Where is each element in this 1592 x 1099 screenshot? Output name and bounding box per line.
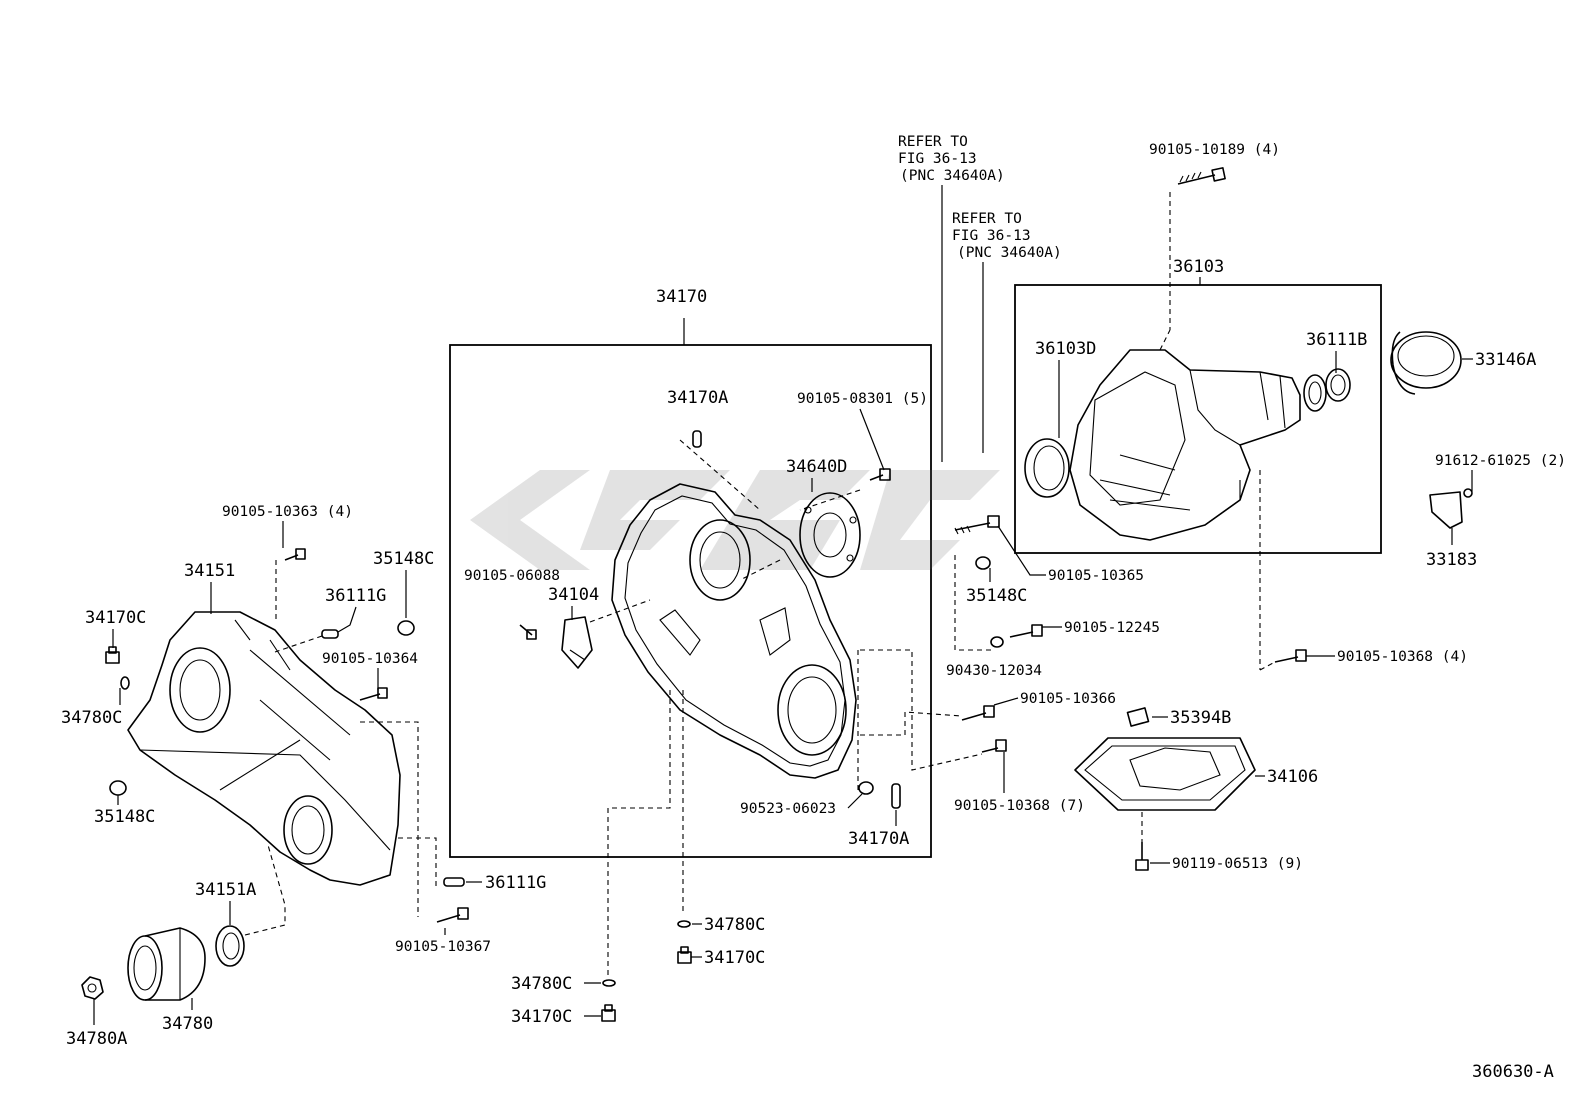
case-front-34170 bbox=[611, 483, 857, 779]
bolt-90105-10365 bbox=[954, 515, 1000, 535]
label-34780C-low: 34780C bbox=[511, 974, 572, 994]
group-frame-34170 bbox=[449, 344, 932, 858]
label-90105-10363: 90105-10363 (4) bbox=[222, 504, 353, 520]
label-34170C-mid: 34170C bbox=[704, 948, 765, 968]
label-90105-12245: 90105-12245 bbox=[1064, 620, 1160, 636]
label-91612-61025: 91612-61025 (2) bbox=[1435, 453, 1566, 469]
bolt-90105-06088 bbox=[519, 624, 537, 640]
group-label-34170: 34170 bbox=[656, 287, 707, 307]
label-34106: 34106 bbox=[1267, 767, 1318, 787]
oil-seal-36103D bbox=[1024, 438, 1070, 498]
bolt-90105-10366 bbox=[961, 705, 995, 721]
pin-34170A-top bbox=[692, 430, 702, 448]
bolt-90105-10368-4 bbox=[1274, 649, 1307, 663]
label-34151A: 34151A bbox=[195, 880, 256, 900]
group-frame-36103 bbox=[1014, 284, 1382, 554]
magnet-35394B bbox=[1126, 707, 1150, 727]
plug-35148C-mid bbox=[975, 556, 991, 570]
figure-number: 360630-A bbox=[1472, 1062, 1554, 1082]
cover-34640D bbox=[799, 492, 861, 578]
dust-cover-33146A bbox=[1390, 331, 1462, 395]
o-ring-34780C-left bbox=[120, 676, 130, 690]
label-90430-12034: 90430-12034 bbox=[946, 663, 1042, 679]
nut-34780A bbox=[81, 976, 104, 1000]
svg-text:REFER TO: REFER TO bbox=[898, 134, 968, 150]
label-90105-08301: 90105-08301 (5) bbox=[797, 391, 928, 407]
label-34170C-left: 34170C bbox=[85, 608, 146, 628]
refer-note-1: REFER TO FIG 36-13 (PNC 34640A) bbox=[898, 134, 1005, 462]
svg-text:FIG 36-13: FIG 36-13 bbox=[898, 151, 977, 167]
flange-34780 bbox=[127, 927, 206, 1001]
pin-36111G-bottom bbox=[443, 877, 465, 887]
o-ring-34780C-low bbox=[602, 979, 616, 987]
bolt-90105-10367 bbox=[436, 907, 469, 923]
refer-note-2: REFER TO FIG 36-13 (PNC 34640A) bbox=[952, 211, 1062, 453]
label-33146A: 33146A bbox=[1475, 350, 1536, 370]
label-90105-10368-4: 90105-10368 (4) bbox=[1337, 649, 1468, 665]
bolt-90105-12245 bbox=[1009, 624, 1043, 638]
label-36111G-top: 36111G bbox=[325, 586, 386, 606]
label-34170C-low: 34170C bbox=[511, 1007, 572, 1027]
label-33183: 33183 bbox=[1426, 550, 1477, 570]
extension-housing-36103 bbox=[1069, 192, 1327, 670]
case-rear-34151 bbox=[127, 611, 401, 886]
label-90105-10364: 90105-10364 bbox=[322, 651, 418, 667]
plug-35148C-top bbox=[397, 620, 415, 636]
bolt-90105-08301 bbox=[869, 468, 891, 481]
label-36111B: 36111B bbox=[1306, 330, 1367, 350]
label-90105-10365: 90105-10365 bbox=[1048, 568, 1144, 584]
label-35148C-left: 35148C bbox=[94, 807, 155, 827]
label-90523-06023: 90523-06023 bbox=[740, 801, 836, 817]
label-34104: 34104 bbox=[548, 585, 599, 605]
bolt-90105-10364 bbox=[359, 687, 388, 701]
plug-90523-06023 bbox=[858, 781, 874, 795]
label-35148C-mid: 35148C bbox=[966, 586, 1027, 606]
label-35394B: 35394B bbox=[1170, 708, 1231, 728]
label-34170A-bottom: 34170A bbox=[848, 829, 909, 849]
label-34780A: 34780A bbox=[66, 1029, 127, 1049]
bracket-33183 bbox=[1429, 488, 1473, 529]
label-34780: 34780 bbox=[162, 1014, 213, 1034]
bolt-90119-06513 bbox=[1135, 842, 1149, 871]
oil-seal-34151A bbox=[215, 925, 245, 967]
plug-34170C-mid bbox=[677, 946, 692, 964]
seal-36111B bbox=[1325, 368, 1351, 402]
label-90105-10189: 90105-10189 (4) bbox=[1149, 142, 1280, 158]
baffle-34104 bbox=[561, 616, 593, 669]
bolt-90105-10363 bbox=[284, 548, 306, 561]
bolt-90105-10368-7 bbox=[981, 739, 1007, 753]
label-34151: 34151 bbox=[184, 561, 235, 581]
svg-text:(PNC 34640A): (PNC 34640A) bbox=[957, 245, 1062, 261]
plug-34170C-low bbox=[601, 1004, 616, 1022]
group-label-36103: 36103 bbox=[1173, 257, 1224, 277]
label-90105-10367: 90105-10367 bbox=[395, 939, 491, 955]
label-34170A-top: 34170A bbox=[667, 388, 728, 408]
label-90105-10368-7: 90105-10368 (7) bbox=[954, 798, 1085, 814]
plug-35148C-left bbox=[109, 780, 127, 796]
label-36111G-bottom: 36111G bbox=[485, 873, 546, 893]
label-90105-06088: 90105-06088 bbox=[464, 568, 560, 584]
plug-34170C-left bbox=[105, 646, 120, 664]
bolt-90105-10189 bbox=[1177, 167, 1226, 185]
washer-90430-12034 bbox=[990, 636, 1004, 648]
label-34780C-mid: 34780C bbox=[704, 915, 765, 935]
label-34640D: 34640D bbox=[786, 457, 847, 477]
svg-text:(PNC 34640A): (PNC 34640A) bbox=[900, 168, 1005, 184]
label-34780C-left: 34780C bbox=[61, 708, 122, 728]
label-90119-06513: 90119-06513 (9) bbox=[1172, 856, 1303, 872]
oil-pan-34106 bbox=[1074, 737, 1256, 811]
label-35148C-top: 35148C bbox=[373, 549, 434, 569]
label-90105-10366: 90105-10366 bbox=[1020, 691, 1116, 707]
pin-36111G-top bbox=[321, 629, 339, 639]
pin-34170A-bottom bbox=[891, 783, 901, 809]
watermark-logo bbox=[470, 470, 1000, 570]
o-ring-34780C-mid bbox=[677, 920, 691, 928]
svg-text:FIG 36-13: FIG 36-13 bbox=[952, 228, 1031, 244]
svg-text:REFER TO: REFER TO bbox=[952, 211, 1022, 227]
label-36103D: 36103D bbox=[1035, 339, 1096, 359]
